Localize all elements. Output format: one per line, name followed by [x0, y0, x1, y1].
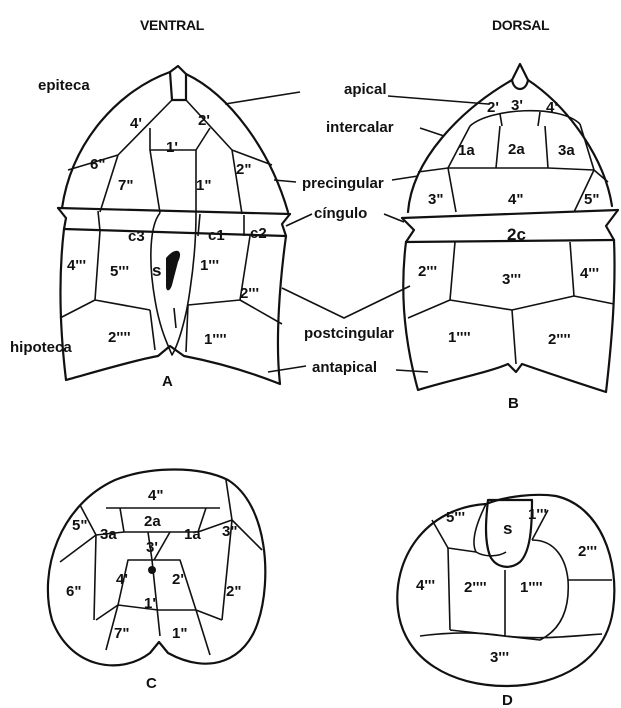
figure-c-apical-view: 4" 5" 3a 2a 1a 3" 3' 4' 2' 6" 2" 1' 7" 1…	[48, 470, 265, 693]
plate-label: 2"	[236, 161, 251, 178]
plate-label: s	[152, 261, 161, 280]
plate-label: 1"	[172, 625, 187, 642]
plate-label: 2''''	[548, 331, 571, 348]
antapical-label: antapical	[312, 359, 377, 376]
plate-label: 2c	[507, 225, 526, 244]
plate-label: 1a	[458, 142, 475, 159]
plate-label: 1a	[184, 526, 201, 543]
plate-label: 2''''	[108, 329, 131, 346]
plate-label: 7"	[118, 177, 133, 194]
plate-label: 2"	[226, 583, 241, 600]
plate-label: 5"	[584, 191, 599, 208]
plate-label: 2a	[508, 141, 525, 158]
ventral-heading: VENTRAL	[140, 17, 205, 33]
plate-label: 3"	[428, 191, 443, 208]
plate-label: 1''''	[520, 579, 543, 596]
plate-label: 1''''	[448, 329, 471, 346]
plate-label: 4'	[116, 571, 128, 588]
plate-label: 2''''	[464, 579, 487, 596]
figure-letter-a: A	[162, 373, 173, 390]
plate-label: 7"	[114, 625, 129, 642]
plate-label: 5'''	[446, 509, 465, 526]
flagellar-pore-icon	[166, 251, 180, 291]
figure-letter-d: D	[502, 692, 513, 708]
intercalar-label: intercalar	[326, 119, 394, 136]
plate-label: 1"	[196, 177, 211, 194]
plate-label: 4"	[508, 191, 523, 208]
dorsal-heading: DORSAL	[492, 17, 550, 33]
plate-label: 6"	[66, 583, 81, 600]
plate-label: c2	[250, 225, 267, 242]
plate-label: 3'	[146, 539, 158, 556]
figure-b-dorsal-view: 2' 3' 4' 1a 2a 3a 3" 4" 5" 2c 2''' 3''' …	[402, 64, 618, 412]
plate-label: 3'	[511, 97, 523, 114]
plate-label: 4"	[148, 487, 163, 504]
plate-label: 1''''	[204, 331, 227, 348]
plate-label: 3'''	[490, 649, 509, 666]
plate-label: 2a	[144, 513, 161, 530]
plate-label: 5'''	[110, 263, 129, 280]
plate-label: 1'''	[200, 257, 219, 274]
plate-label: 1'	[144, 595, 156, 612]
precingular-label: precingular	[302, 175, 384, 192]
cingulo-label: cíngulo	[314, 205, 367, 222]
plate-label: 2'''	[418, 263, 437, 280]
plate-label: c1	[208, 227, 225, 244]
plate-label: c3	[128, 228, 145, 245]
plate-label: 2'	[172, 571, 184, 588]
plate-label: 3'''	[502, 271, 521, 288]
plate-label: 6"	[90, 156, 105, 173]
plate-label: 1'''	[528, 506, 547, 523]
postcingular-label: postcingular	[304, 325, 394, 342]
plate-label: 4'	[546, 99, 558, 116]
plate-label: 2'	[198, 112, 210, 129]
plate-label: 3a	[100, 526, 117, 543]
plate-label: 4'''	[580, 265, 599, 282]
figure-a-ventral-view: 4' 2' 1' 6" 7" 1" 2" c3 c1 c2 s 4''' 5''…	[58, 66, 290, 390]
apical-label: apical	[344, 81, 387, 98]
plate-label: 4'	[130, 115, 142, 132]
plate-label: 2'''	[240, 285, 259, 302]
terminology-labels: epiteca hipoteca apical intercalar preci…	[10, 77, 488, 376]
plate-label: 1'	[166, 139, 178, 156]
plate-label: s	[503, 519, 512, 538]
plate-label: 3a	[558, 142, 575, 159]
figure-letter-c: C	[146, 675, 157, 692]
epiteca-label: epiteca	[38, 77, 90, 94]
plate-label: 3"	[222, 523, 237, 540]
apical-pore-icon	[148, 566, 156, 574]
plate-label: 5"	[72, 517, 87, 534]
plate-label: 2'	[487, 99, 499, 116]
figure-letter-b: B	[508, 395, 519, 412]
plate-label: 4'''	[416, 577, 435, 594]
plate-label: 2'''	[578, 543, 597, 560]
hipoteca-label: hipoteca	[10, 339, 72, 356]
figure-d-antapical-view: 5''' s 1''' 2''' 4''' 2'''' 1'''' 3''' D	[397, 495, 614, 708]
plate-label: 4'''	[67, 257, 86, 274]
